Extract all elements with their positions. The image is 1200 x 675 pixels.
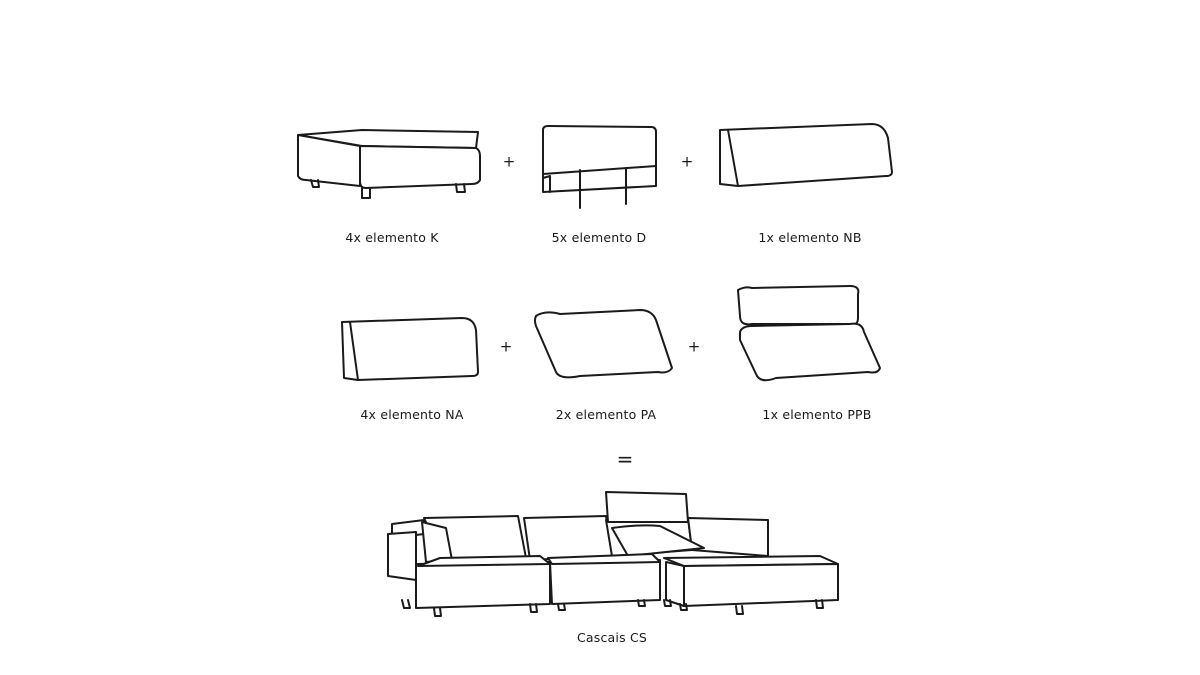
element-ppb-label: 1x elemento PPB — [762, 407, 872, 422]
element-k-drawing — [297, 129, 481, 199]
element-na-drawing — [341, 317, 479, 381]
element-nb-drawing — [719, 123, 893, 187]
plus-operator-row2-b: + — [687, 337, 701, 356]
element-k-label: 4x elemento K — [345, 230, 439, 245]
element-na-label: 4x elemento NA — [360, 407, 464, 422]
element-pa-label: 2x elemento PA — [555, 407, 657, 422]
element-pa-drawing — [534, 309, 673, 379]
element-d-label: 5x elemento D — [551, 230, 647, 245]
result-label: Cascais CS — [576, 630, 648, 645]
plus-operator-row1-b: + — [680, 152, 694, 171]
element-nb-label: 1x elemento NB — [758, 230, 862, 245]
equals-operator: = — [616, 447, 634, 471]
element-ppb-drawing — [737, 285, 881, 382]
cascais-sofa-drawing — [387, 491, 839, 617]
plus-operator-row2-a: + — [499, 337, 513, 356]
element-d-drawing — [542, 125, 657, 209]
plus-operator-row1-a: + — [502, 152, 516, 171]
